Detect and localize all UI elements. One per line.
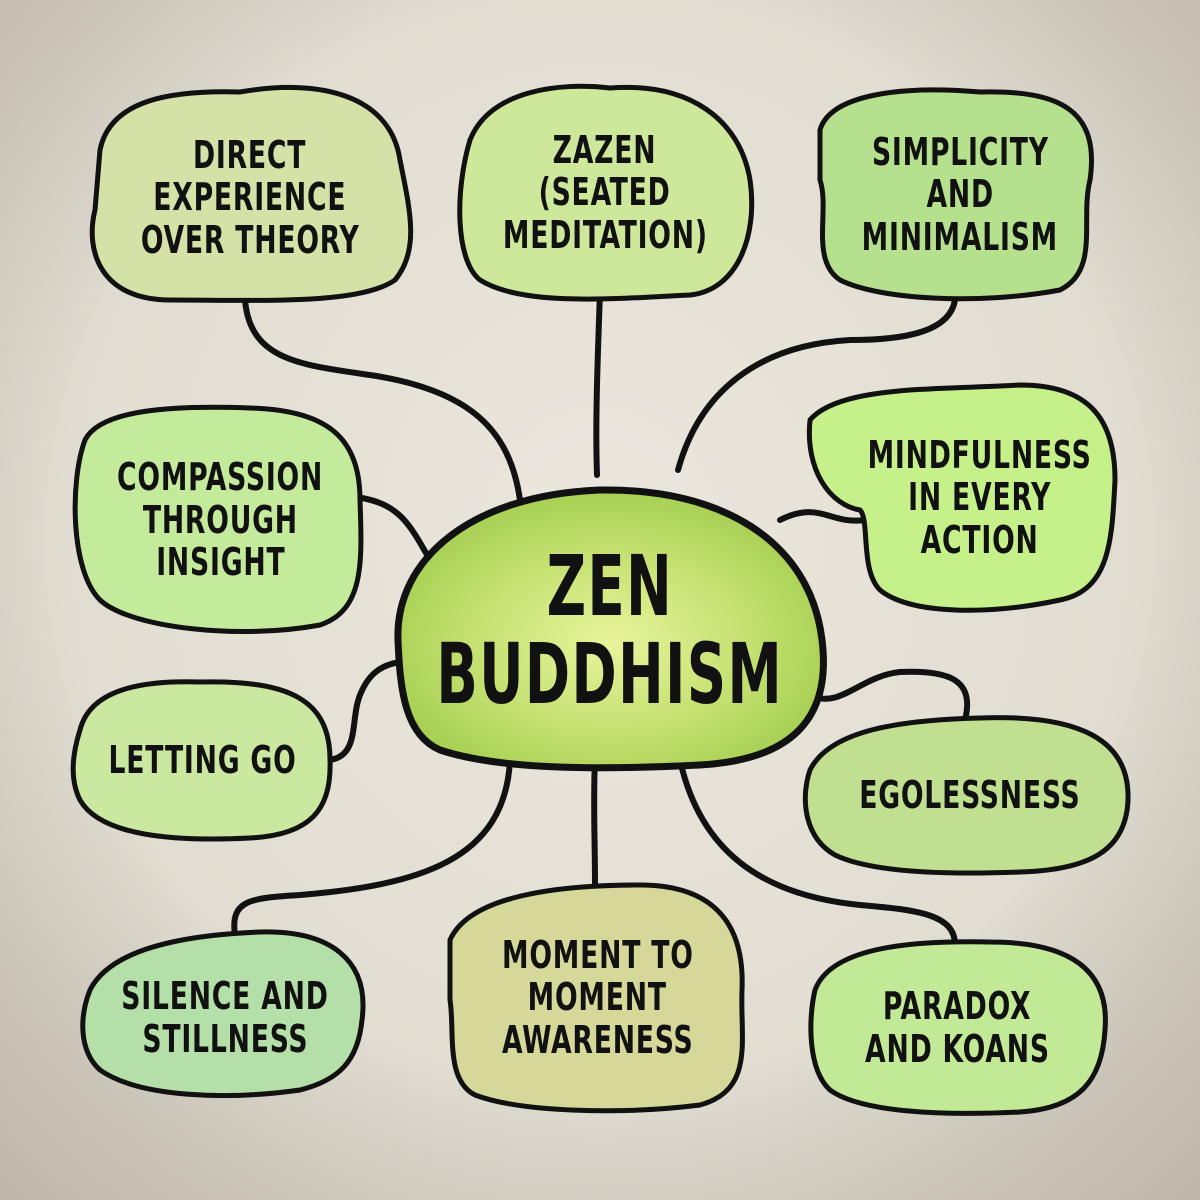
bubble-egolessness [802,715,1131,876]
connector-zazen [593,289,603,478]
bubble-moment [447,882,745,1114]
bubble-mindfulness [806,382,1118,613]
bubble-silence [80,929,366,1098]
connector-silence [231,757,513,938]
connector-paradox [677,757,958,948]
bubble-zazen [457,83,755,302]
bubble-letting-go [70,679,333,842]
bubble-direct-experience [89,84,414,303]
connector-simplicity [675,297,958,473]
connector-egolessness [807,668,971,723]
bubble-compassion [72,404,364,634]
connector-compassion [359,495,433,563]
bubble-center [394,486,827,772]
connector-letting-go [327,659,403,763]
connector-moment [591,757,598,888]
connectors [231,289,971,948]
bubbles [70,83,1131,1116]
bubble-paradox [808,939,1108,1116]
connector-mindfulness [777,509,868,524]
connector-direct-experience [242,297,523,503]
bubble-simplicity [817,87,1094,302]
